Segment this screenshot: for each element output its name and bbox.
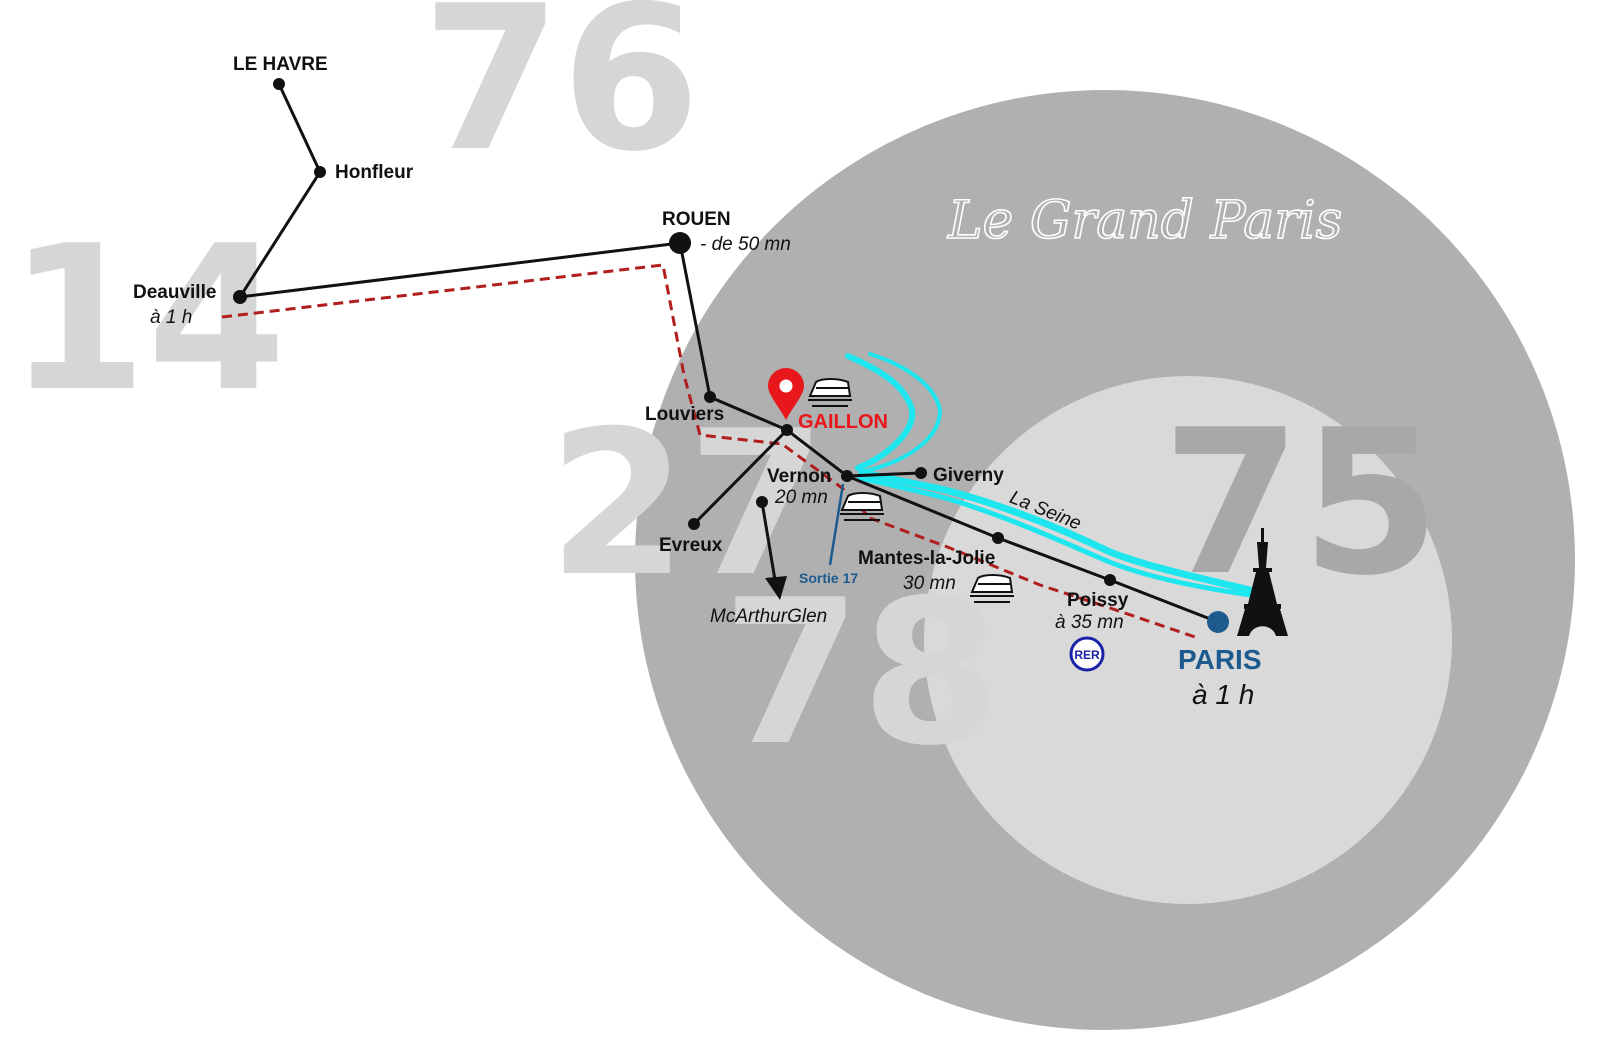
- city-mantes-la-jolie: Mantes-la-Jolie: [858, 548, 995, 569]
- city-giverny: Giverny: [933, 465, 1004, 486]
- department-76: 76: [422, 0, 700, 196]
- city-deauville: Deauville: [133, 282, 216, 303]
- city-rouen: ROUEN: [662, 209, 731, 230]
- city-poissy: Poissy: [1067, 590, 1129, 611]
- city-louviers: Louviers: [645, 404, 724, 425]
- mcarthurglen-label: McArthurGlen: [710, 606, 827, 627]
- deauville-travel-time: à 1 h: [150, 307, 192, 328]
- grand-paris-label: Le Grand Paris: [947, 191, 1342, 251]
- rer-badge-icon: RER: [1069, 636, 1105, 672]
- poissy-travel-time: à 35 mn: [1055, 612, 1124, 633]
- river-seine: [845, 352, 1262, 599]
- department-14: 14: [8, 203, 286, 436]
- city-paris: PARIS: [1178, 644, 1262, 675]
- rouen-travel-time: - de 50 mn: [700, 234, 791, 255]
- city-vernon: Vernon: [767, 466, 831, 487]
- train-icon: [840, 492, 884, 521]
- department-78: 78: [722, 557, 1000, 790]
- city-honfleur: Honfleur: [335, 162, 414, 183]
- paris-dot: [1207, 611, 1229, 633]
- arrow-down-icon: [760, 501, 787, 600]
- city-evreux: Evreux: [659, 535, 723, 556]
- city-gaillon: GAILLON: [798, 411, 888, 433]
- city-dots: [233, 78, 1116, 586]
- map-pin-icon: [768, 368, 804, 420]
- vernon-travel-time: 20 mn: [774, 487, 828, 508]
- rer-label: RER: [1074, 648, 1100, 662]
- city-le-havre: LE HAVRE: [233, 54, 328, 75]
- paris-travel-time: à 1 h: [1192, 679, 1254, 710]
- paris-inner-circle: [924, 376, 1452, 904]
- mantes-travel-time: 30 mn: [903, 573, 956, 594]
- train-icon: [970, 574, 1014, 603]
- eiffel-tower-icon: [1237, 528, 1288, 636]
- train-icon: [808, 378, 852, 407]
- sortie-17-line: [828, 483, 845, 566]
- sortie-17-label: Sortie 17: [799, 570, 858, 586]
